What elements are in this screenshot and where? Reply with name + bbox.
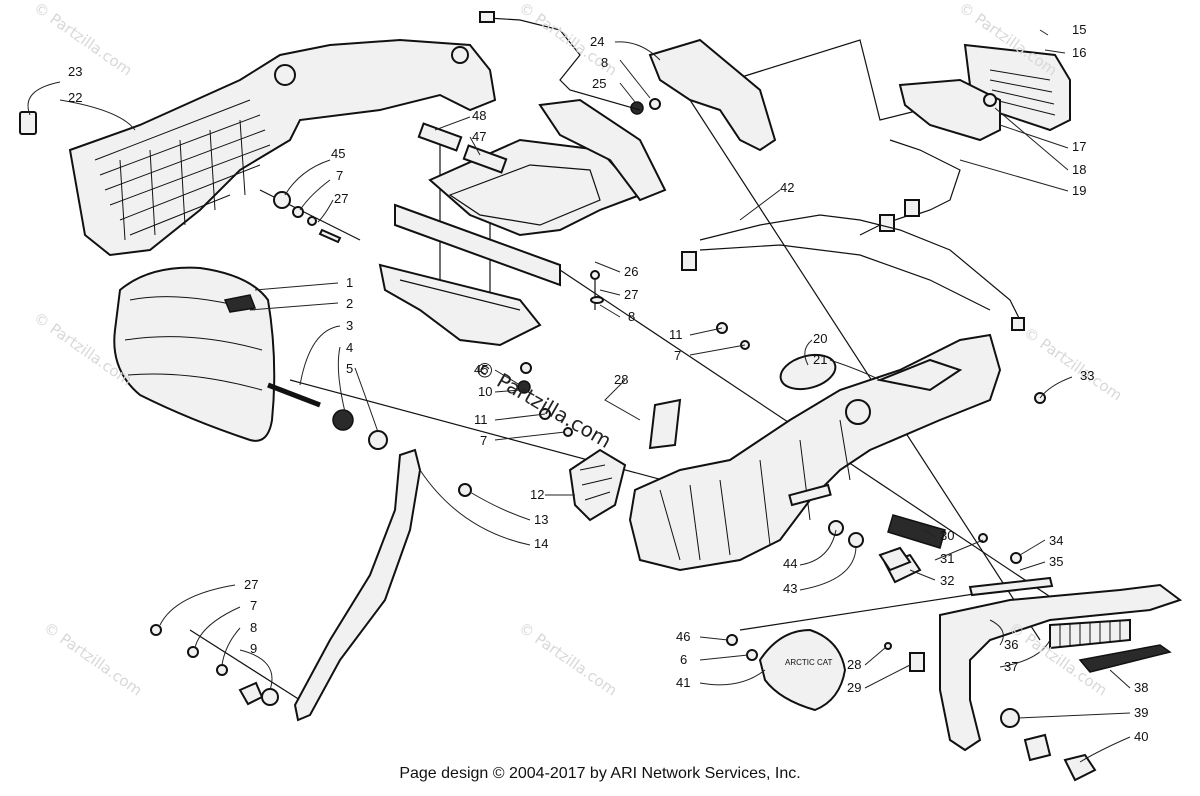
reflector-disc xyxy=(779,353,837,391)
rack xyxy=(378,98,667,347)
callout-34: 34 xyxy=(1049,533,1064,548)
side-pad xyxy=(113,266,388,450)
callout-16: 16 xyxy=(1072,45,1087,60)
callout-45: 45 xyxy=(331,146,346,161)
callout-6: 6 xyxy=(680,652,688,667)
callout-13: 13 xyxy=(534,512,549,527)
callout-30: 30 xyxy=(940,528,955,543)
callout-20: 20 xyxy=(813,331,828,346)
callout-38: 38 xyxy=(1134,680,1149,695)
callout-24: 24 xyxy=(590,34,605,49)
callout-8-b: 8 xyxy=(628,309,636,324)
callout-27: 27 xyxy=(334,191,349,206)
callout-8-c: 8 xyxy=(250,620,258,635)
callout-33: 33 xyxy=(1080,368,1095,383)
frame-right xyxy=(628,333,1002,572)
callout-5: 5 xyxy=(346,361,354,376)
callout-7-d: 7 xyxy=(250,598,258,613)
callout-28-b: 28 xyxy=(847,657,862,672)
reflector xyxy=(887,514,946,549)
tail-light xyxy=(859,43,1071,236)
callout-41: 41 xyxy=(676,675,691,690)
callout-9: 9 xyxy=(250,641,258,656)
frame-upper-left xyxy=(19,38,497,257)
mount-plate xyxy=(878,546,912,572)
handle-bar xyxy=(293,448,422,722)
callout-42: 42 xyxy=(780,180,795,195)
callout-45-b: 45 xyxy=(474,362,489,377)
plate xyxy=(648,398,682,450)
callout-29: 29 xyxy=(847,680,862,695)
callout-46: 46 xyxy=(676,629,691,644)
callout-27-b: 27 xyxy=(624,287,639,302)
callout-36: 36 xyxy=(1004,637,1019,652)
callout-10: 10 xyxy=(478,384,493,399)
callout-18: 18 xyxy=(1072,162,1087,177)
callout-37: 37 xyxy=(1004,659,1019,674)
callout-40: 40 xyxy=(1134,729,1149,744)
bracket-top xyxy=(479,11,777,152)
cover-plate xyxy=(568,448,627,522)
callout-2: 2 xyxy=(346,296,354,311)
callout-22: 22 xyxy=(68,90,83,105)
leader-lines xyxy=(27,29,1131,763)
callout-43: 43 xyxy=(783,581,798,596)
svg-text:ARCTIC CAT: ARCTIC CAT xyxy=(785,658,833,667)
callout-7: 7 xyxy=(336,168,344,183)
callout-11-b: 11 xyxy=(474,412,488,427)
callout-8: 8 xyxy=(601,55,609,70)
callout-26: 26 xyxy=(624,264,639,279)
callout-44: 44 xyxy=(783,556,798,571)
callout-17: 17 xyxy=(1072,139,1087,154)
callout-35: 35 xyxy=(1049,554,1064,569)
callout-27-c: 27 xyxy=(244,577,259,592)
callout-1: 1 xyxy=(346,275,354,290)
callout-4: 4 xyxy=(346,340,354,355)
callout-47: 47 xyxy=(472,129,487,144)
callout-7-b: 7 xyxy=(674,348,682,363)
callout-28: 28 xyxy=(614,372,629,387)
callout-21: 21 xyxy=(813,352,828,367)
callout-11: 11 xyxy=(669,327,683,342)
callout-31: 31 xyxy=(940,551,955,566)
wire-harness xyxy=(681,214,1025,331)
footer-copyright: Page design © 2004-2017 by ARI Network S… xyxy=(399,765,801,782)
callout-39: 39 xyxy=(1134,705,1149,720)
callout-7-c: 7 xyxy=(480,433,488,448)
hardware xyxy=(150,270,1054,706)
callout-14: 14 xyxy=(534,536,549,551)
callout-3: 3 xyxy=(346,318,354,333)
callout-48: 48 xyxy=(472,108,487,123)
callout-19: 19 xyxy=(1072,183,1087,198)
callout-15: 15 xyxy=(1072,22,1087,37)
callout-23: 23 xyxy=(68,64,83,79)
callout-12: 12 xyxy=(530,487,545,502)
callout-32: 32 xyxy=(940,573,955,588)
callout-25: 25 xyxy=(592,76,607,91)
emblem-cover xyxy=(758,628,847,712)
